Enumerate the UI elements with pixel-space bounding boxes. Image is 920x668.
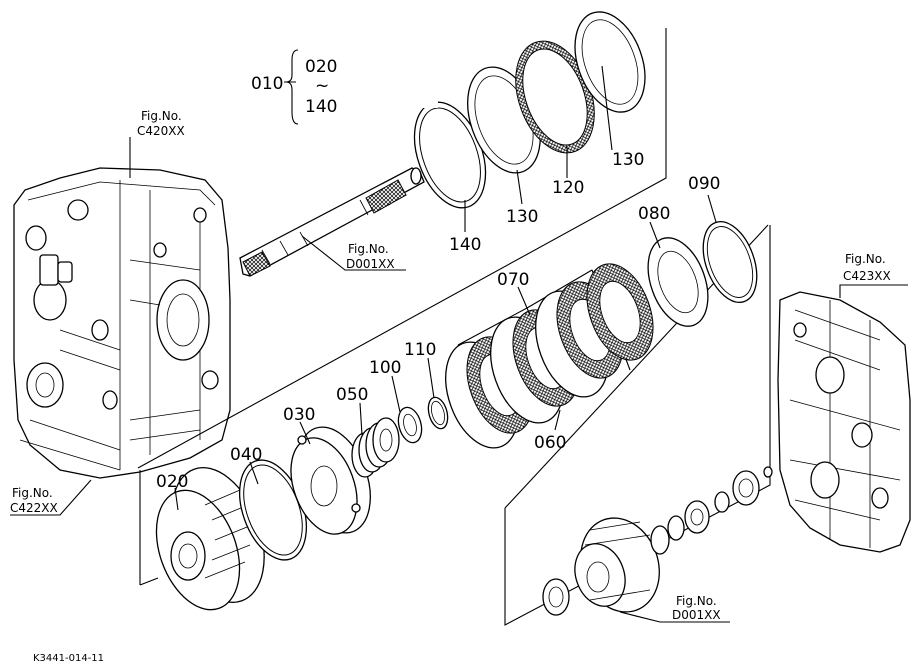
label-140-range: 140 [305,97,337,117]
end-plate-080 [647,237,709,327]
label-130-a: 130 [506,207,538,227]
label-030: 030 [283,405,315,425]
fig-c422-number: C422XX [10,501,58,515]
label-010: 010 [251,74,283,94]
label-130-b: 130 [612,150,644,170]
label-080: 080 [638,204,670,224]
clutch-hub-020 [155,467,265,611]
fig-d001-bottom-label: Fig.No. [676,594,717,608]
label-140: 140 [449,235,481,255]
figure-references: Fig.No. C420XX Fig.No. D001XX Fig.No. C4… [10,109,891,622]
label-110: 110 [404,340,436,360]
gear-shaft-assembly [542,466,773,616]
label-040: 040 [230,445,262,465]
label-090: 090 [688,174,720,194]
fig-c422-label: Fig.No. [12,486,53,500]
label-070: 070 [497,270,529,290]
fig-c420-number: C420XX [137,124,185,138]
drawing-code: K3441-014-11 [33,653,104,664]
main-shaft [239,167,425,277]
label-020-range: 020 [305,57,337,77]
leader-lines [10,49,908,623]
fig-c423-label: Fig.No. [845,252,886,266]
fig-d001-top-number: D001XX [346,257,395,271]
fig-d001-bottom-number: D001XX [672,608,721,622]
clutch-pack-060-070 [445,263,654,449]
friction-plate-120 [515,40,595,154]
steel-plate-130b [574,11,646,113]
part-labels: 010 020 ~ 140 020 030 040 050 060 070 08… [156,57,720,492]
label-020: 020 [156,472,188,492]
label-120: 120 [552,178,584,198]
transmission-cover-right [777,291,911,553]
label-050: 050 [336,385,368,405]
snap-ring-090 [702,221,758,303]
fig-c420-label: Fig.No. [141,109,182,123]
fig-c423-number: C423XX [843,269,891,283]
label-060: 060 [534,433,566,453]
spring-050 [351,417,400,478]
label-tilde: ~ [315,76,329,96]
snap-ring-110 [427,396,449,430]
transmission-housing-left [13,167,231,479]
o-ring-040 [239,459,307,561]
fig-d001-top-label: Fig.No. [348,242,389,256]
snap-ring-140 [413,100,487,209]
label-100: 100 [369,358,401,378]
washer-100 [397,406,423,444]
